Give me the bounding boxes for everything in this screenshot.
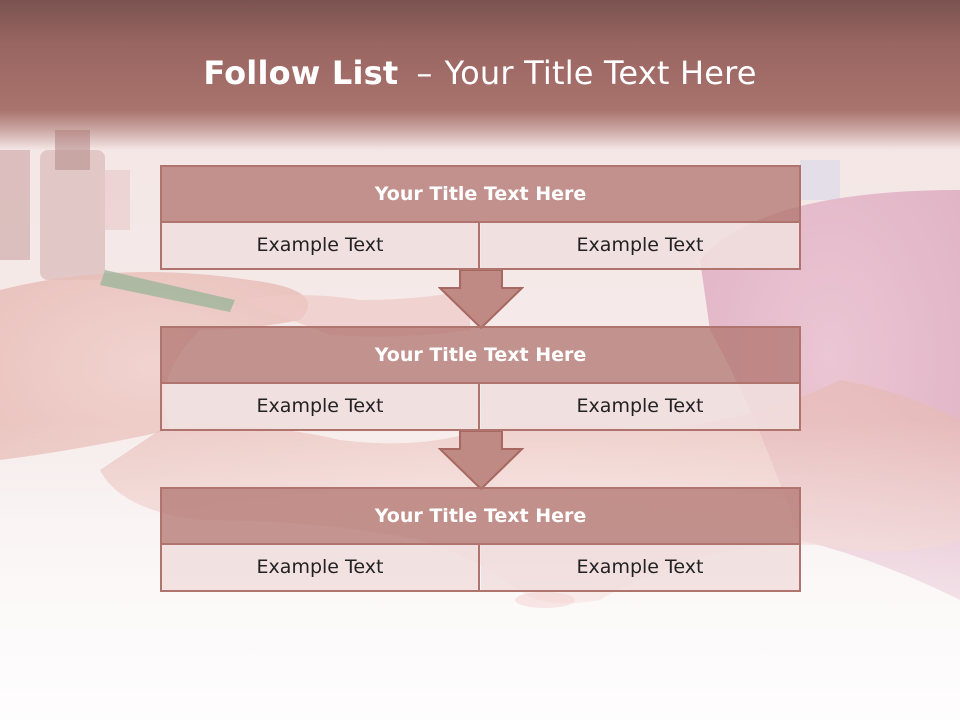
- list-block-1: Your Title Text Here Example Text Exampl…: [160, 165, 801, 270]
- slide-title: Follow List–Your Title Text Here: [0, 54, 960, 92]
- block-left-text: Example Text: [162, 223, 480, 268]
- down-arrow-icon: [438, 431, 524, 491]
- down-arrow-icon: [438, 270, 524, 330]
- block-left-text: Example Text: [162, 545, 480, 590]
- block-right-text: Example Text: [481, 384, 799, 429]
- block-right-text: Example Text: [481, 223, 799, 268]
- title-rest: Your Title Text Here: [444, 54, 757, 92]
- block-title: Your Title Text Here: [162, 489, 799, 545]
- header-band: [0, 0, 960, 150]
- title-dash: –: [416, 54, 433, 92]
- list-block-2: Your Title Text Here Example Text Exampl…: [160, 326, 801, 431]
- list-block-3: Your Title Text Here Example Text Exampl…: [160, 487, 801, 592]
- block-left-text: Example Text: [162, 384, 480, 429]
- block-title: Your Title Text Here: [162, 167, 799, 223]
- title-bold-part: Follow List: [203, 54, 399, 92]
- block-right-text: Example Text: [481, 545, 799, 590]
- block-title: Your Title Text Here: [162, 328, 799, 384]
